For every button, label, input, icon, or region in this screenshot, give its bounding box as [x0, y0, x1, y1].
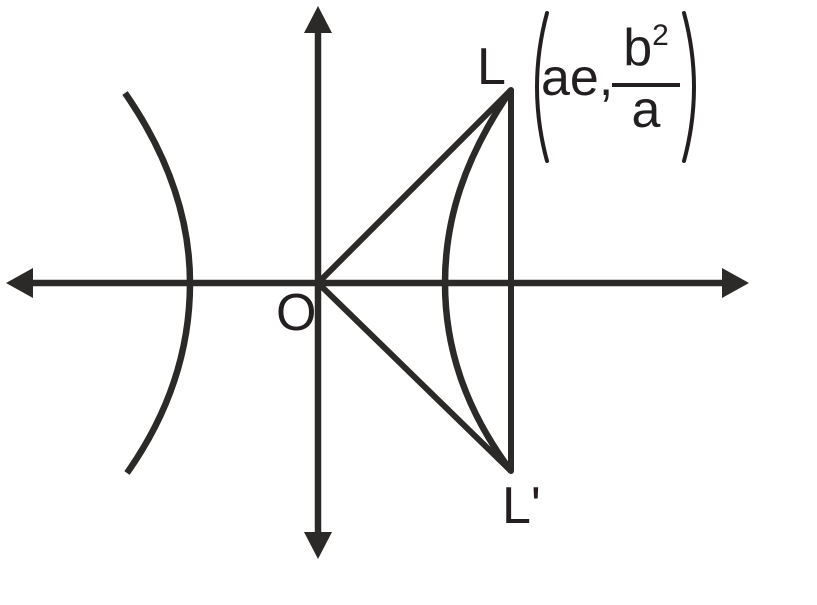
hyperbola-right-branch — [441, 88, 514, 473]
fraction-numerator-exponent: 2 — [652, 19, 669, 52]
fraction-bar — [612, 83, 680, 87]
y-axis-top-arrowhead-icon — [304, 6, 332, 33]
fraction-denominator: a — [631, 81, 661, 139]
x-axis-right-arrowhead-icon — [722, 268, 749, 298]
chord-origin-to-l — [315, 87, 514, 286]
latus-lower-endpoint-label: L' — [502, 477, 541, 535]
fraction-numerator: b2 — [612, 19, 680, 77]
coordinate-ordinate-fraction: b2 a — [612, 19, 680, 139]
coordinate-left-paren — [535, 11, 549, 163]
coordinate-right-paren — [682, 11, 696, 163]
fraction-numerator-base: b — [623, 19, 653, 77]
latus-upper-endpoint-label: L — [477, 38, 506, 96]
y-axis-bottom-arrowhead-icon — [304, 532, 332, 559]
chord-origin-to-l-prime — [315, 280, 514, 474]
x-axis-left-arrowhead-icon — [6, 268, 33, 298]
hyperbola-left-branch — [122, 91, 194, 475]
coordinate-abscissa-text: ae, — [541, 49, 614, 107]
origin-label: O — [276, 284, 317, 342]
